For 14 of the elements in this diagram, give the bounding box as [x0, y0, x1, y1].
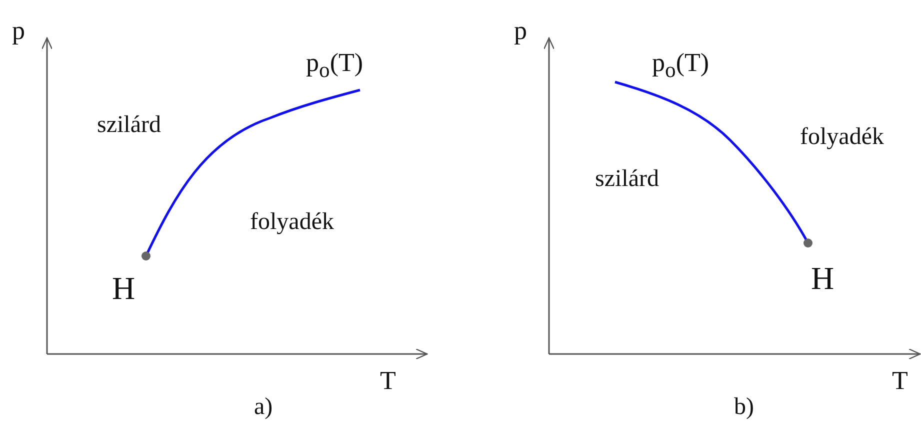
point-label: H	[112, 272, 136, 304]
panel-label: a)	[254, 395, 273, 419]
curve-label: p$_{o}$(T)	[652, 50, 710, 82]
point-label: H	[811, 262, 834, 294]
region-label: szilárd	[97, 113, 161, 137]
panel-label: b)	[734, 395, 754, 419]
region-label: folyadék	[800, 125, 884, 149]
region-label: szilárd	[595, 167, 659, 191]
axis-label: T	[380, 368, 396, 394]
axis-label: T	[892, 368, 908, 394]
curve-label: p$_{o}$(T)	[306, 50, 364, 82]
axis-label: p	[514, 18, 527, 44]
region-label: folyadék	[250, 210, 334, 234]
axis-label: p	[12, 18, 25, 44]
